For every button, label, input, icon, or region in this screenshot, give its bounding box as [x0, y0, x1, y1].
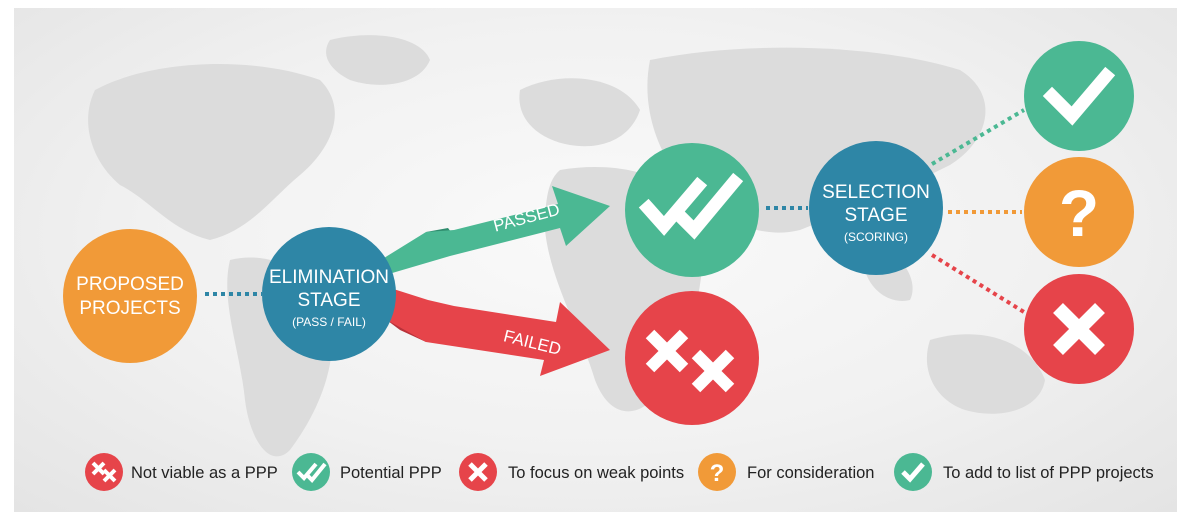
check-icon	[1042, 66, 1116, 126]
x-icon	[1053, 303, 1105, 355]
selection-line2: STAGE	[845, 205, 908, 226]
legend-label-consideration: For consideration	[747, 464, 874, 482]
elimination-stage-node: ELIMINATION STAGE (PASS / FAIL)	[262, 227, 396, 361]
passed-arrow-body	[382, 186, 610, 276]
legend-item-add-to-list: To add to list of PPP projects	[894, 453, 1154, 491]
add-to-list-node	[1024, 41, 1134, 151]
failed-arrow: FAILED	[380, 286, 610, 376]
elimination-sub: (PASS / FAIL)	[292, 315, 366, 329]
legend-item-weak-points: To focus on weak points	[459, 453, 684, 491]
legend-item-potential: Potential PPP	[292, 453, 442, 491]
question-icon: ?	[1059, 176, 1099, 250]
question-icon: ?	[710, 460, 725, 487]
potential-ppp-node	[625, 143, 759, 277]
double-check-icon	[296, 462, 327, 483]
legend-label-add-to-list: To add to list of PPP projects	[943, 464, 1154, 482]
double-x-icon	[91, 461, 117, 483]
selection-line1: SELECTION	[822, 182, 930, 203]
legend-item-not-viable: Not viable as a PPP	[85, 453, 278, 491]
failed-arrow-body	[380, 286, 610, 376]
check-icon	[901, 462, 925, 483]
proposed-projects-node: PROPOSED PROJECTS	[63, 229, 197, 363]
weak-points-node	[1024, 274, 1134, 384]
legend-label-potential: Potential PPP	[340, 464, 442, 482]
not-viable-node	[625, 291, 759, 425]
connector-selection-add	[930, 108, 1026, 166]
proposed-line2: PROJECTS	[79, 298, 180, 319]
proposed-line1: PROPOSED	[76, 274, 184, 295]
double-check-icon	[638, 172, 744, 240]
connectors	[205, 108, 1026, 314]
legend-label-not-viable: Not viable as a PPP	[131, 464, 278, 482]
elimination-line1: ELIMINATION	[269, 267, 389, 288]
double-x-icon	[645, 329, 735, 393]
selection-stage-node: SELECTION STAGE (SCORING)	[809, 141, 943, 275]
legend-label-weak-points: To focus on weak points	[508, 464, 684, 482]
consideration-node: ?	[1024, 157, 1134, 267]
connector-selection-weak	[930, 253, 1026, 314]
selection-sub: (SCORING)	[844, 230, 908, 244]
legend: Not viable as a PPP Potential PPP To foc…	[85, 453, 1154, 491]
legend-item-consideration: ? For consideration	[698, 453, 874, 491]
x-icon	[468, 462, 488, 482]
elimination-line2: STAGE	[298, 290, 361, 311]
